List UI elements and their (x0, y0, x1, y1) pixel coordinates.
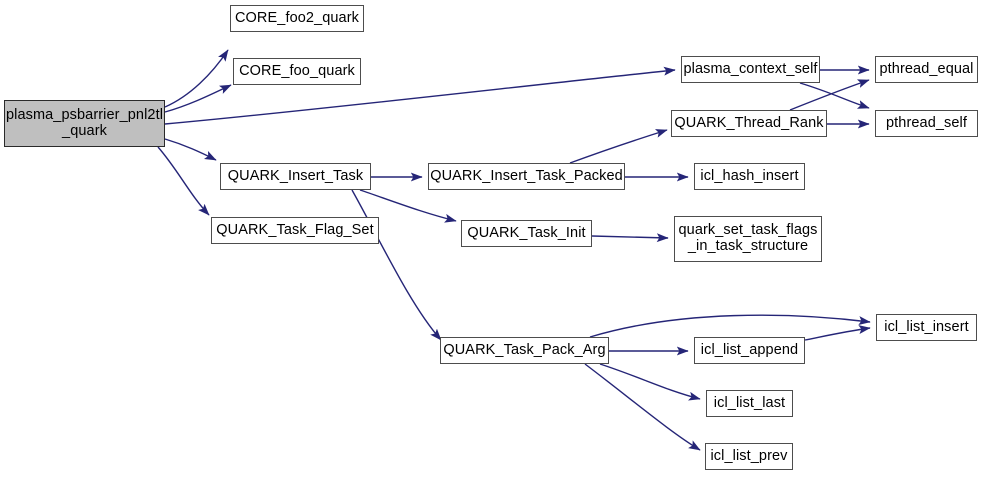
graph-node-list_prev[interactable]: icl_list_prev (705, 443, 793, 470)
graph-node-core_foo2[interactable]: CORE_foo2_quark (230, 5, 364, 32)
graph-edge-root-to-ctx_self (164, 66, 676, 125)
graph-edge-pack_arg-to-list_prev (584, 363, 701, 451)
graph-node-ctx_self[interactable]: plasma_context_self (681, 56, 820, 83)
graph-edge-task_init-to-set_flags (591, 233, 669, 243)
graph-edge-pack_arg-to-list_insert (589, 314, 871, 338)
graph-node-pth_self[interactable]: pthread_self (875, 110, 978, 137)
graph-node-flag_set[interactable]: QUARK_Task_Flag_Set (211, 217, 379, 244)
graph-node-list_last[interactable]: icl_list_last (706, 390, 793, 417)
graph-node-hash_insert[interactable]: icl_hash_insert (694, 163, 805, 190)
graph-edge-list_append-to-list_insert (804, 325, 871, 341)
graph-node-list_insert[interactable]: icl_list_insert (876, 314, 977, 341)
graph-node-task_init[interactable]: QUARK_Task_Init (461, 220, 592, 247)
graph-edge-root-to-core_foo2 (164, 49, 229, 108)
graph-edges (157, 49, 871, 451)
graph-node-insert_task[interactable]: QUARK_Insert_Task (220, 163, 371, 190)
graph-edge-insert_task-to-task_init (359, 189, 457, 223)
graph-node-set_flags[interactable]: quark_set_task_flags _in_task_structure (674, 216, 822, 262)
graph-edge-packed-to-thread_rank (569, 129, 668, 164)
graph-node-root[interactable]: plasma_psbarrier_pnl2tl _quark (4, 100, 165, 147)
graph-edge-root-to-flag_set (157, 146, 210, 216)
graph-node-packed[interactable]: QUARK_Insert_Task_Packed (428, 163, 625, 190)
graph-edge-ctx_self-to-pth_self (799, 82, 870, 109)
graph-node-pth_equal[interactable]: pthread_equal (875, 56, 978, 83)
graph-node-core_foo[interactable]: CORE_foo_quark (233, 58, 361, 85)
graph-edge-root-to-insert_task (164, 138, 217, 161)
graph-edge-insert_task-to-pack_arg (351, 189, 442, 341)
graph-node-list_append[interactable]: icl_list_append (694, 337, 805, 364)
graph-edge-pack_arg-to-list_last (599, 363, 701, 401)
graph-node-thread_rank[interactable]: QUARK_Thread_Rank (671, 110, 827, 137)
graph-node-pack_arg[interactable]: QUARK_Task_Pack_Arg (440, 337, 609, 364)
graph-edge-root-to-core_foo (164, 84, 232, 113)
graph-edge-thread_rank-to-pth_equal (789, 79, 870, 111)
